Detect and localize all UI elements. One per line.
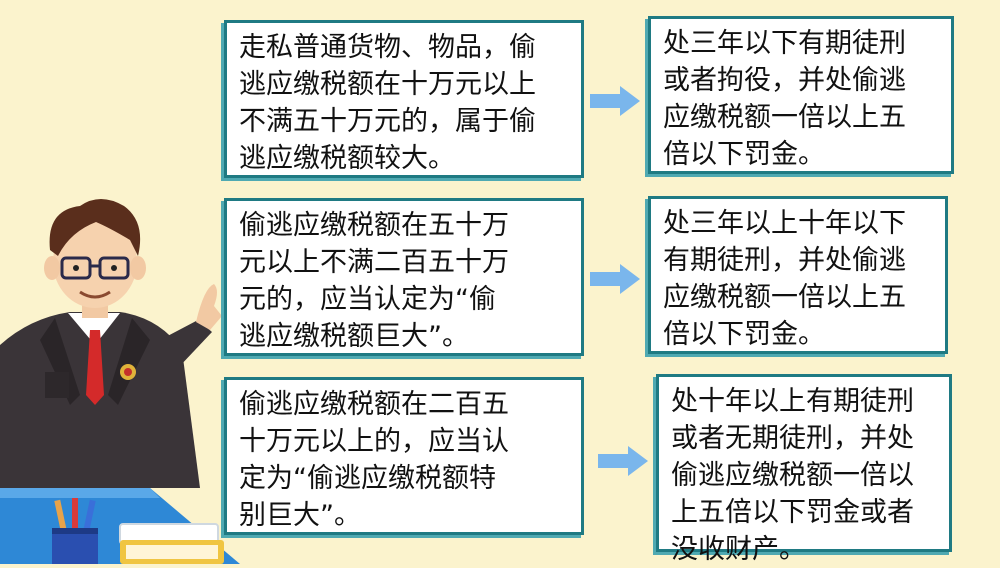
condition-box-2: 偷逃应缴税额在五十万 元以上不满二百五十万 元的，应当认定为“偷 逃应缴税额巨大…: [224, 198, 584, 356]
penalty-box-1: 处三年以下有期徒刑 或者拘役，并处偷逃 应缴税额一倍以上五 倍以下罚金。: [648, 16, 954, 174]
penalty-box-2: 处三年以上十年以下 有期徒刑，并处偷逃 应缴税额一倍以上五 倍以下罚金。: [648, 196, 948, 354]
condition-box-3: 偷逃应缴税额在二百五 十万元以上的，应当认 定为“偷逃应缴税额特 别巨大”。: [224, 377, 584, 535]
pencil-cup-icon: [52, 498, 98, 564]
books-icon: [119, 523, 224, 564]
penalty-text-2: 处三年以上十年以下 有期徒刑，并处偷逃 应缴税额一倍以上五 倍以下罚金。: [663, 208, 906, 350]
condition-text-3: 偷逃应缴税额在二百五 十万元以上的，应当认 定为“偷逃应缴税额特 别巨大”。: [239, 389, 509, 531]
arrow-right-icon: [590, 86, 640, 116]
judge-character-icon: [0, 199, 222, 488]
arrow-right-icon: [590, 264, 640, 294]
penalty-box-3: 处十年以上有期徒刑 或者无期徒刑，并处 偷逃应缴税额一倍以 上五倍以下罚金或者 …: [656, 374, 952, 565]
condition-text-1: 走私普通货物、物品，偷 逃应缴税额在十万元以上 不满五十万元的，属于偷 逃应缴税…: [239, 32, 536, 174]
penalty-text-3: 处十年以上有期徒刑 或者无期徒刑，并处 偷逃应缴税额一倍以 上五倍以下罚金或者 …: [671, 386, 914, 565]
arrow-right-icon: [598, 446, 648, 476]
penalty-text-1: 处三年以下有期徒刑 或者拘役，并处偷逃 应缴税额一倍以上五 倍以下罚金。: [663, 28, 906, 170]
judge-illustration: [0, 199, 240, 564]
condition-box-1: 走私普通货物、物品，偷 逃应缴税额在十万元以上 不满五十万元的，属于偷 逃应缴税…: [224, 20, 584, 178]
condition-text-2: 偷逃应缴税额在五十万 元以上不满二百五十万 元的，应当认定为“偷 逃应缴税额巨大…: [239, 210, 509, 352]
